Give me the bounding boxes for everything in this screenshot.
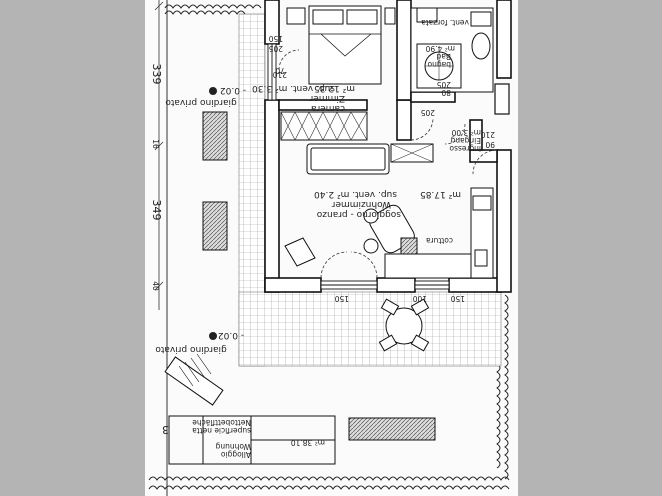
- camera-vent: sup. vent. m² 3.30: [252, 83, 335, 93]
- door-w1: 90: [485, 140, 495, 149]
- camera-name: camera: [311, 103, 345, 113]
- cottura-label: cottura: [426, 236, 453, 245]
- info-table: [168, 415, 336, 465]
- door-w5: 205: [436, 80, 451, 89]
- soggiorno-vent: sup. vent. m² 2.40: [314, 189, 397, 199]
- door-h1: 205: [268, 44, 283, 53]
- bagno-area: m² 4.90: [425, 44, 455, 53]
- sun-lounger: [164, 353, 224, 406]
- table-area-2: Nettobettfläche: [192, 418, 251, 427]
- living-room-furniture: [284, 143, 434, 267]
- kitchen-counter: [384, 187, 494, 279]
- tiled-terrace: [238, 291, 502, 367]
- bottom-hedge: [148, 476, 510, 490]
- table-unit: 3: [162, 423, 169, 436]
- top-hedge: [164, 4, 262, 15]
- dimension-label-mid: 349: [150, 200, 163, 221]
- door-w2: 80: [441, 88, 451, 97]
- floor-plan-sheet: 339 349 40 16 giardino privato - 0.02 gi…: [145, 0, 518, 496]
- camera-area: m² 12.35: [314, 83, 355, 93]
- outdoor-table: [378, 298, 430, 352]
- bathroom-fixtures: [410, 7, 494, 93]
- double-bed: [286, 5, 396, 85]
- garden-bottom-level: - 0.02: [218, 330, 244, 340]
- dimension-label-top-edge: 16: [151, 139, 160, 149]
- table-title-2: Wohnung: [215, 442, 251, 451]
- dimension-label-bottom: 40: [151, 281, 160, 291]
- table-title-1: Alloggio: [221, 450, 251, 459]
- ingresso-area: m² 3.00: [451, 128, 481, 137]
- window-w3: 150: [268, 34, 283, 43]
- garden-top-level: - 0.02: [220, 85, 246, 95]
- window-frames: [267, 43, 450, 290]
- building-walls: [264, 0, 512, 293]
- bagno-de: Bad: [436, 52, 451, 61]
- ingresso-de: Eingang: [450, 136, 481, 145]
- door-h2: 205: [420, 108, 435, 117]
- door-w6: 150: [450, 294, 465, 303]
- camera-de: Zimmer: [309, 93, 345, 103]
- door-swings: [278, 49, 498, 279]
- ingresso-name: ingresso: [449, 144, 481, 153]
- bagno-vent: vent. forzata: [421, 18, 469, 27]
- door-w3: 70: [275, 66, 285, 75]
- garden-bottom-name: giardino privato: [155, 344, 227, 354]
- bagno-name: bagno: [427, 60, 451, 69]
- soggiorno-area: m² 17.85: [420, 189, 461, 199]
- door-w7: 210: [272, 70, 287, 79]
- garden-top-name: giardino privato: [165, 97, 237, 107]
- table-area-val: m² 38.10: [291, 438, 325, 447]
- door-w4: 210: [480, 130, 495, 139]
- soggiorno-de: Wohnzimmer: [331, 199, 391, 209]
- dimension-label-top: 339: [150, 64, 163, 85]
- floor-plan-drawing: 339 349 40 16 giardino privato - 0.02 gi…: [148, 0, 512, 496]
- window-w2: 100: [412, 294, 427, 303]
- window-w1: 150: [334, 294, 349, 303]
- wardrobe: [280, 111, 368, 141]
- table-area-1: superficie netta: [192, 426, 251, 435]
- garden-grates: [202, 111, 436, 441]
- soggiorno-name: soggiorno - pranzo: [316, 209, 401, 219]
